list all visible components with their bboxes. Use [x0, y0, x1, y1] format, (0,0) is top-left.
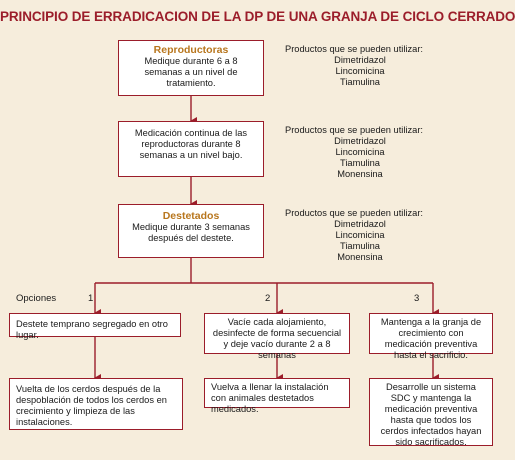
products-title: Productos que se pueden utilizar:	[285, 44, 423, 54]
diagram-title: PRINCIPIO DE ERRADICACION DE LA DP DE UN…	[0, 9, 515, 24]
product-item: Dimetridazol	[334, 55, 386, 65]
products-list: Productos que se pueden utilizar: Dimetr…	[285, 125, 435, 180]
option-2-first-box: Vacíe cada alojamiento, desinfecte de fo…	[204, 313, 350, 360]
products-title: Productos que se pueden utilizar:	[285, 125, 423, 135]
product-item: Lincomicina	[335, 66, 385, 76]
step-destetados-box: Destetados Medique durante 3 semanas des…	[118, 204, 264, 258]
option-number-3: 3	[414, 293, 420, 304]
option-text: Desarrolle un sistema SDC y mantenga la …	[380, 382, 482, 447]
step-text: Medique durante 6 a 8 semanas a un nivel…	[144, 56, 238, 88]
option-2-second-box: Vuelva a llenar la instalación con anima…	[204, 378, 350, 414]
product-item: Dimetridazol	[334, 136, 386, 146]
products-list: Productos que se pueden utilizar: Dimetr…	[285, 44, 435, 88]
option-text: Destete temprano segregado en otro lugar…	[16, 319, 168, 340]
products-list: Productos que se pueden utilizar: Dimetr…	[285, 208, 435, 263]
product-item: Lincomicina	[335, 230, 385, 240]
product-item: Tiamulina	[340, 158, 380, 168]
products-title: Productos que se pueden utilizar:	[285, 208, 423, 218]
option-number-2: 2	[265, 293, 271, 304]
step-heading: Destetados	[162, 210, 220, 222]
option-1-second-box: Vuelta de los cerdos después de la despo…	[9, 378, 183, 430]
option-3-first-box: Mantenga a la granja de crecimiento con …	[369, 313, 493, 360]
option-3-second-box: Desarrolle un sistema SDC y mantenga la …	[369, 378, 493, 447]
product-item: Tiamulina	[340, 77, 380, 87]
step-text: Medicación continua de las reproductoras…	[134, 128, 248, 160]
connector-lines	[94, 96, 439, 382]
option-text: Vacíe cada alojamiento, desinfecte de fo…	[212, 317, 342, 360]
option-1-first-box: Destete temprano segregado en otro lugar…	[9, 313, 181, 340]
product-item: Tiamulina	[340, 241, 380, 251]
flowchart: PRINCIPIO DE ERRADICACION DE LA DP DE UN…	[0, 9, 515, 447]
option-number-1: 1	[88, 293, 94, 304]
step-heading: Reproductoras	[153, 44, 229, 56]
step-reproductoras-box: Reproductoras Medique durante 6 a 8 sema…	[118, 40, 264, 96]
option-text: Vuelva a llenar la instalación con anima…	[211, 382, 329, 414]
option-text: Vuelta de los cerdos después de la despo…	[16, 384, 167, 427]
options-label: Opciones	[16, 293, 57, 304]
option-text: Mantenga a la granja de crecimiento con …	[380, 317, 482, 360]
step-continuous-medication-box: Medicación continua de las reproductoras…	[118, 121, 264, 177]
product-item: Dimetridazol	[334, 219, 386, 229]
product-item: Monensina	[337, 169, 383, 179]
product-item: Monensina	[337, 252, 383, 262]
step-text: Medique durante 3 semanas después del de…	[132, 222, 250, 243]
product-item: Lincomicina	[335, 147, 385, 157]
